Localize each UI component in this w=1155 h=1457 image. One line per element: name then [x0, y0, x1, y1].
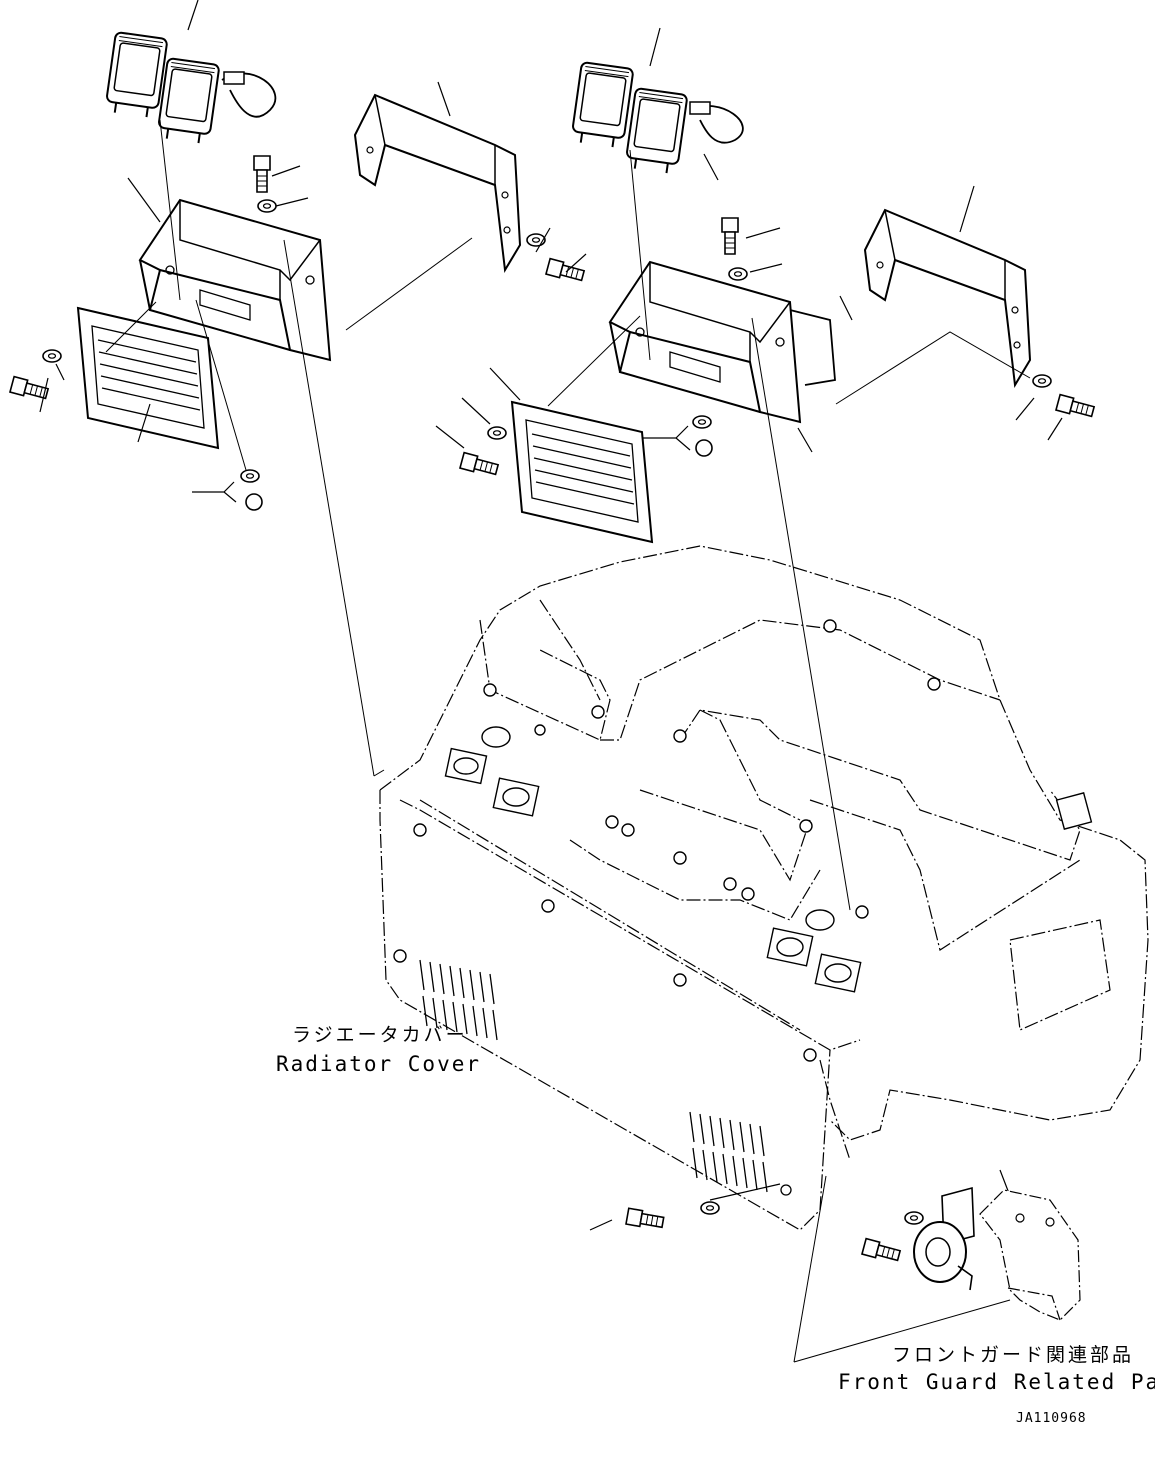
- right-grille: [511, 401, 653, 543]
- left-grille: [77, 307, 219, 449]
- front-guard-label-jp: フロントガード関連部品: [892, 1344, 1135, 1366]
- front-guard-parts: [861, 1188, 1080, 1320]
- radiator-cover-label-en: Radiator Cover: [276, 1052, 482, 1076]
- right-hardware: [459, 217, 1096, 479]
- right-lamp-cover: [864, 209, 1031, 386]
- front-guard-label-en: Front Guard Related Parts: [838, 1370, 1155, 1394]
- right-work-lamp-pair: [569, 61, 743, 176]
- alignment-lines: [106, 120, 1030, 1362]
- radiator-cover-label-jp: ラジエータカバー: [292, 1024, 468, 1046]
- radiator-cover-bolt: [625, 1185, 791, 1232]
- drawing-code: JA110968: [1016, 1411, 1087, 1426]
- left-lamp-cover: [354, 94, 521, 271]
- right-lamp-box-bracket: [609, 261, 835, 423]
- radiator-cover-fixtures: [394, 620, 1091, 1061]
- left-work-lamp-pair: [103, 31, 276, 146]
- left-hardware: [9, 155, 586, 510]
- radiator-cover-vents: [419, 959, 768, 1193]
- leader-lines: [40, 0, 1062, 1230]
- radiator-cover-assembly: [380, 546, 1148, 1230]
